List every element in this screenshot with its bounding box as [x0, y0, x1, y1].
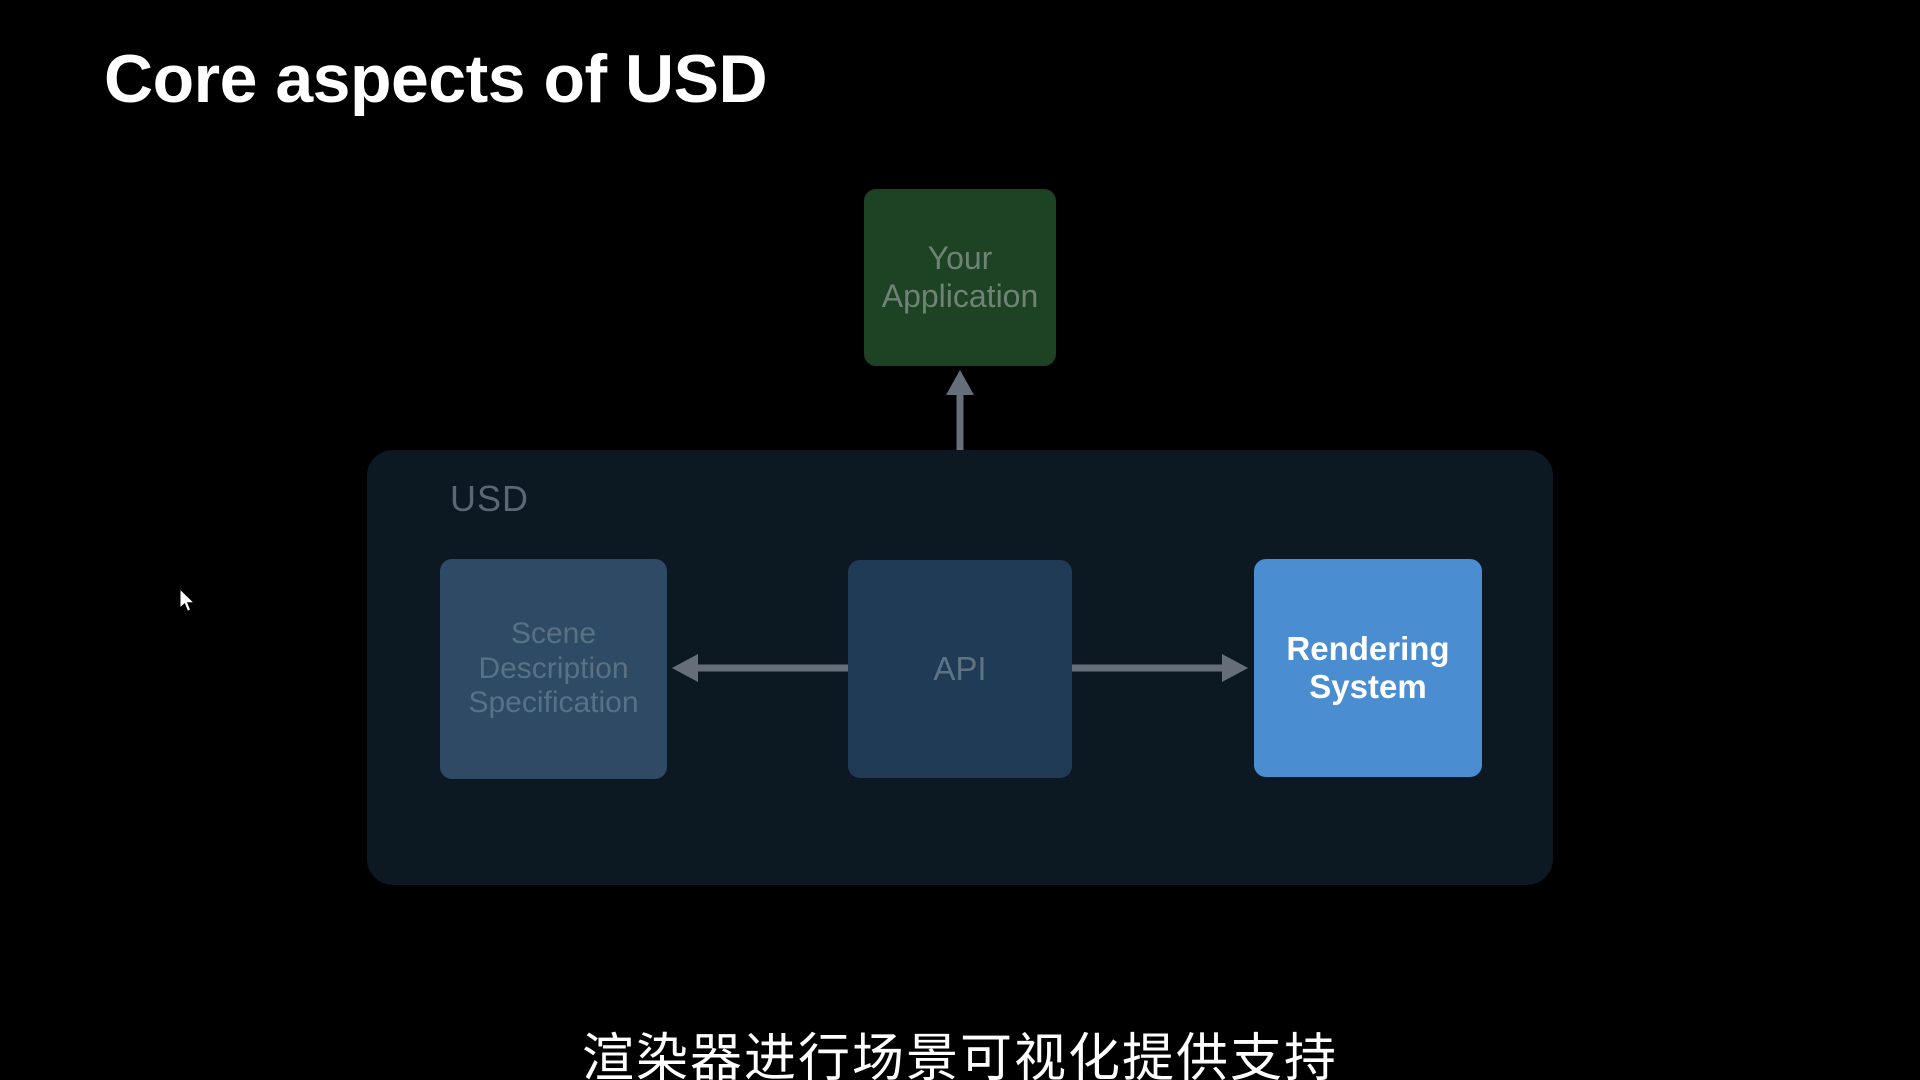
arrow-api-to-scene — [672, 654, 848, 682]
slide-title: Core aspects of USD — [104, 41, 768, 117]
node-rendering-system: Rendering System — [1254, 559, 1482, 777]
node-api: API — [848, 560, 1072, 778]
node-rendering-system-label: Rendering System — [1286, 629, 1450, 705]
caption-subtitle: 渲染器进行场景可视化提供支持 — [581, 1030, 1338, 1080]
node-your-application-label: Your Application — [881, 240, 1039, 314]
node-api-label: API — [933, 649, 987, 687]
usd-group-label: USD — [450, 478, 530, 519]
arrow-api-to-render — [1072, 654, 1248, 682]
node-your-application: Your Application — [864, 189, 1056, 366]
node-scene-description-specification: Scene Description Specification — [440, 559, 667, 779]
mouse-cursor-icon — [179, 588, 196, 612]
node-scene-description-specification-label: Scene Description Specification — [468, 616, 639, 720]
